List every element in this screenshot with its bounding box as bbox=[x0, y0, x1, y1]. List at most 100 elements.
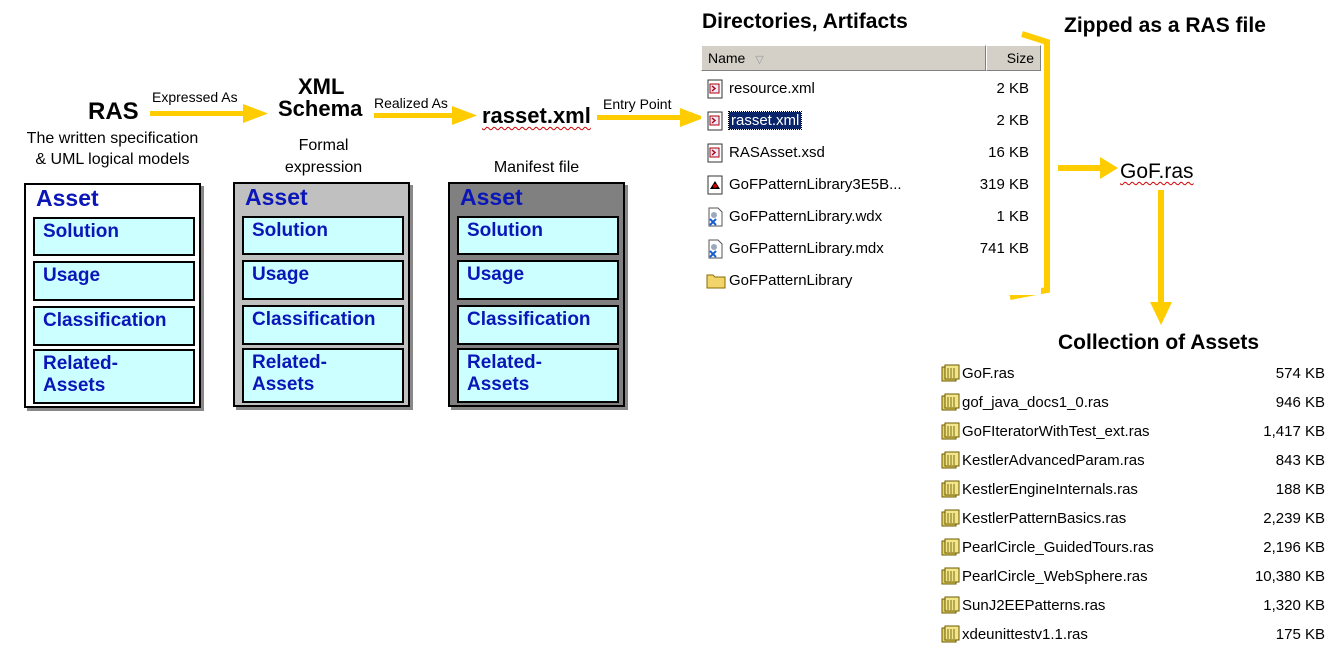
file-row[interactable]: resource.xml 2 KB bbox=[701, 77, 1041, 102]
rasset-description: Manifest file bbox=[493, 159, 580, 176]
ras-archive-icon bbox=[940, 364, 962, 384]
collection-file-name: KestlerAdvancedParam.ras bbox=[962, 452, 1145, 469]
collection-row[interactable]: GoF.ras 574 KB bbox=[940, 362, 1325, 388]
name-column-header[interactable]: Name ▽ bbox=[701, 45, 986, 71]
collection-file-name: GoFIteratorWithTest_ext.ras bbox=[962, 423, 1150, 440]
file-name: GoFPatternLibrary3E5B... bbox=[729, 176, 902, 193]
arrow-to-collection bbox=[1150, 190, 1172, 325]
related-assets-line-1: Related- bbox=[43, 353, 118, 374]
ras-archive-icon bbox=[940, 451, 962, 471]
file-name: GoFPatternLibrary bbox=[729, 272, 853, 289]
collection-title: Collection of Assets bbox=[1058, 331, 1260, 354]
directories-artifacts-title: Directories, Artifacts bbox=[702, 10, 908, 33]
name-column-label: Name bbox=[708, 50, 746, 66]
xml-schema-description-line-1: Formal bbox=[298, 137, 349, 154]
ras-archive-icon bbox=[940, 393, 962, 413]
collection-file-size: 188 KB bbox=[1275, 481, 1325, 498]
size-column-header[interactable]: Size bbox=[986, 45, 1041, 71]
related-assets-box: Related- Assets bbox=[33, 349, 195, 404]
manifest-asset-model: Asset Solution Usage Classification Rela… bbox=[448, 182, 625, 407]
collection-file-name: PearlCircle_GuidedTours.ras bbox=[962, 539, 1154, 556]
collection-file-name: gof_java_docs1_0.ras bbox=[962, 394, 1109, 411]
collection-file-name: GoF.ras bbox=[962, 365, 1015, 382]
xml-file-icon bbox=[706, 143, 724, 163]
file-row[interactable]: GoFPatternLibrary.wdx 1 KB bbox=[701, 205, 1041, 230]
collection-file-size: 843 KB bbox=[1275, 452, 1325, 469]
xml-file-icon bbox=[706, 79, 724, 99]
entry-point-label: Entry Point bbox=[603, 96, 672, 112]
file-row[interactable]: rasset.xml 2 KB bbox=[701, 109, 1041, 134]
unknown-file-icon bbox=[706, 207, 724, 227]
arrow-expressed-as bbox=[150, 104, 268, 123]
collection-file-size: 574 KB bbox=[1275, 365, 1325, 382]
collection-file-name: PearlCircle_WebSphere.ras bbox=[962, 568, 1148, 585]
collection-file-size: 2,239 KB bbox=[1263, 510, 1325, 527]
collection-file-name: KestlerEngineInternals.ras bbox=[962, 481, 1138, 498]
ras-archive-icon bbox=[940, 567, 962, 587]
file-size: 319 KB bbox=[979, 176, 1029, 193]
collection-row[interactable]: PearlCircle_WebSphere.ras 10,380 KB bbox=[940, 565, 1325, 591]
classification-box: Classification bbox=[33, 306, 195, 346]
ras-description-line-2: & UML logical models bbox=[35, 151, 190, 168]
related-assets-line-2: Assets bbox=[467, 374, 530, 395]
arrow-entry-point bbox=[597, 108, 705, 127]
collection-row[interactable]: KestlerPatternBasics.ras 2,239 KB bbox=[940, 507, 1325, 533]
collection-row[interactable]: gof_java_docs1_0.ras 946 KB bbox=[940, 391, 1325, 417]
gof-ras-title: GoF.ras bbox=[1120, 160, 1194, 183]
file-row[interactable]: GoFPatternLibrary bbox=[701, 269, 1041, 294]
file-explorer: Name ▽ Size resource.xml 2 KB rasset.xml 2 … bbox=[701, 45, 1041, 295]
ras-archive-icon bbox=[940, 625, 962, 645]
solution-box: Solution bbox=[457, 216, 619, 255]
collection-row[interactable]: KestlerAdvancedParam.ras 843 KB bbox=[940, 449, 1325, 475]
asset-heading: Asset bbox=[36, 185, 99, 211]
collection-file-size: 175 KB bbox=[1275, 626, 1325, 643]
related-assets-line-1: Related- bbox=[467, 352, 542, 373]
ras-archive-icon bbox=[940, 596, 962, 616]
ras-archive-icon bbox=[940, 422, 962, 442]
file-name: GoFPatternLibrary.wdx bbox=[729, 208, 883, 225]
ras-archive-icon bbox=[940, 538, 962, 558]
file-name: RASAsset.xsd bbox=[729, 144, 825, 161]
folder-icon bbox=[706, 271, 726, 291]
classification-box: Classification bbox=[242, 305, 404, 345]
xml-file-icon bbox=[706, 111, 724, 131]
usage-box: Usage bbox=[457, 260, 619, 300]
collection-file-size: 1,417 KB bbox=[1263, 423, 1325, 440]
collection-file-name: KestlerPatternBasics.ras bbox=[962, 510, 1127, 527]
ras-asset-model: Asset Solution Usage Classification Rela… bbox=[24, 183, 201, 408]
file-size: 2 KB bbox=[996, 112, 1029, 129]
file-row[interactable]: GoFPatternLibrary3E5B... 319 KB bbox=[701, 173, 1041, 198]
collection-row[interactable]: KestlerEngineInternals.ras 188 KB bbox=[940, 478, 1325, 504]
collection-row[interactable]: PearlCircle_GuidedTours.ras 2,196 KB bbox=[940, 536, 1325, 562]
collection-row[interactable]: GoFIteratorWithTest_ext.ras 1,417 KB bbox=[940, 420, 1325, 446]
file-size: 1 KB bbox=[996, 208, 1029, 225]
solution-box: Solution bbox=[33, 217, 195, 256]
related-assets-line-2: Assets bbox=[43, 375, 106, 396]
file-name: rasset.xml bbox=[727, 111, 803, 130]
xml-schema-title-line-1: XML bbox=[298, 74, 345, 99]
arrow-realized-as bbox=[374, 106, 477, 125]
file-size: 2 KB bbox=[996, 80, 1029, 97]
collection-file-size: 946 KB bbox=[1275, 394, 1325, 411]
xml-schema-description-line-2: expression bbox=[284, 159, 363, 176]
classification-box: Classification bbox=[457, 305, 619, 345]
ras-archive-icon bbox=[940, 509, 962, 529]
collection-file-size: 2,196 KB bbox=[1263, 539, 1325, 556]
usage-box: Usage bbox=[33, 261, 195, 301]
unknown-file-icon bbox=[706, 239, 724, 259]
file-size: 16 KB bbox=[988, 144, 1029, 161]
asset-heading: Asset bbox=[460, 184, 523, 210]
related-assets-line-2: Assets bbox=[252, 374, 315, 395]
file-row[interactable]: RASAsset.xsd 16 KB bbox=[701, 141, 1041, 166]
file-name: resource.xml bbox=[729, 80, 815, 97]
collection-file-size: 10,380 KB bbox=[1254, 568, 1325, 585]
sort-arrow-icon: ▽ bbox=[755, 54, 764, 66]
xml-schema-asset-model: Asset Solution Usage Classification Rela… bbox=[233, 182, 410, 407]
collection-file-name: SunJ2EEPatterns.ras bbox=[962, 597, 1106, 614]
solution-box: Solution bbox=[242, 216, 404, 255]
file-size: 741 KB bbox=[979, 240, 1029, 257]
related-assets-box: Related- Assets bbox=[242, 348, 404, 403]
